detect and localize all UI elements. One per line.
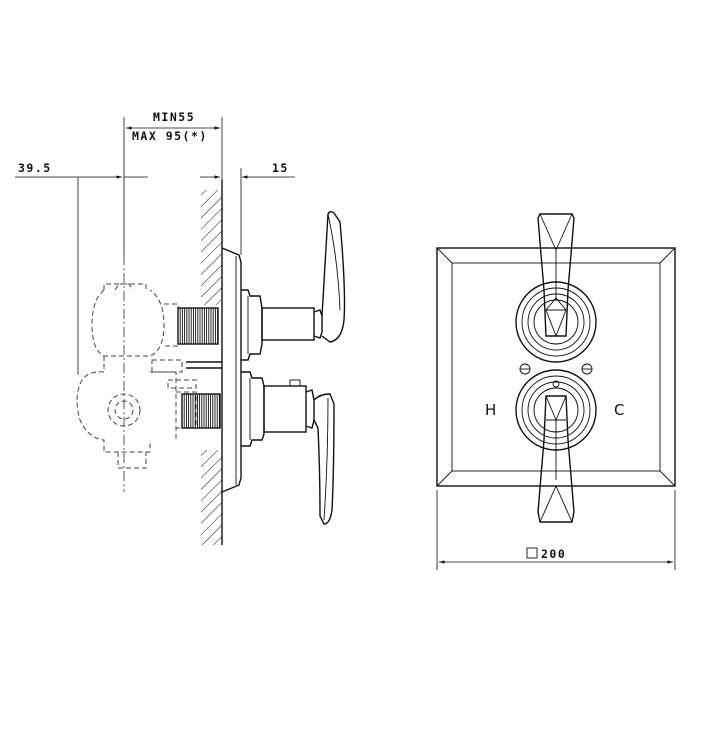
lower-lever-side — [313, 393, 335, 525]
hot-mark: H — [485, 401, 496, 419]
upper-spline — [177, 307, 219, 345]
lower-handle-side — [241, 371, 335, 525]
plate-thickness-dimension: 15 — [200, 161, 295, 255]
square-symbol — [526, 547, 538, 559]
plate-thickness-label: 15 — [272, 161, 289, 175]
screw-right — [581, 363, 593, 375]
plate-size-dimension: 200 — [436, 490, 676, 570]
cold-mark: C — [614, 401, 624, 419]
upper-lever-side — [321, 211, 346, 343]
cover-plate-side — [221, 247, 242, 493]
depth-max-label: MAX 95(*) — [132, 129, 208, 143]
upper-lever-front — [537, 213, 575, 338]
plate-size-label: 200 — [541, 547, 566, 561]
front-view: H C 200 — [436, 213, 676, 570]
upper-handle-side — [241, 211, 346, 361]
wall — [201, 180, 223, 545]
screw-left — [519, 363, 531, 375]
side-view: MIN55 MAX 95(*) 39.5 15 — [15, 110, 346, 545]
body-offset-dimension: 39.5 — [15, 161, 148, 375]
body-offset-label: 39.5 — [18, 161, 52, 175]
lower-spline — [181, 393, 221, 429]
depth-dimension: MIN55 MAX 95(*) — [123, 110, 223, 255]
depth-min-label: MIN55 — [153, 110, 195, 124]
lower-lever-front — [537, 395, 575, 523]
